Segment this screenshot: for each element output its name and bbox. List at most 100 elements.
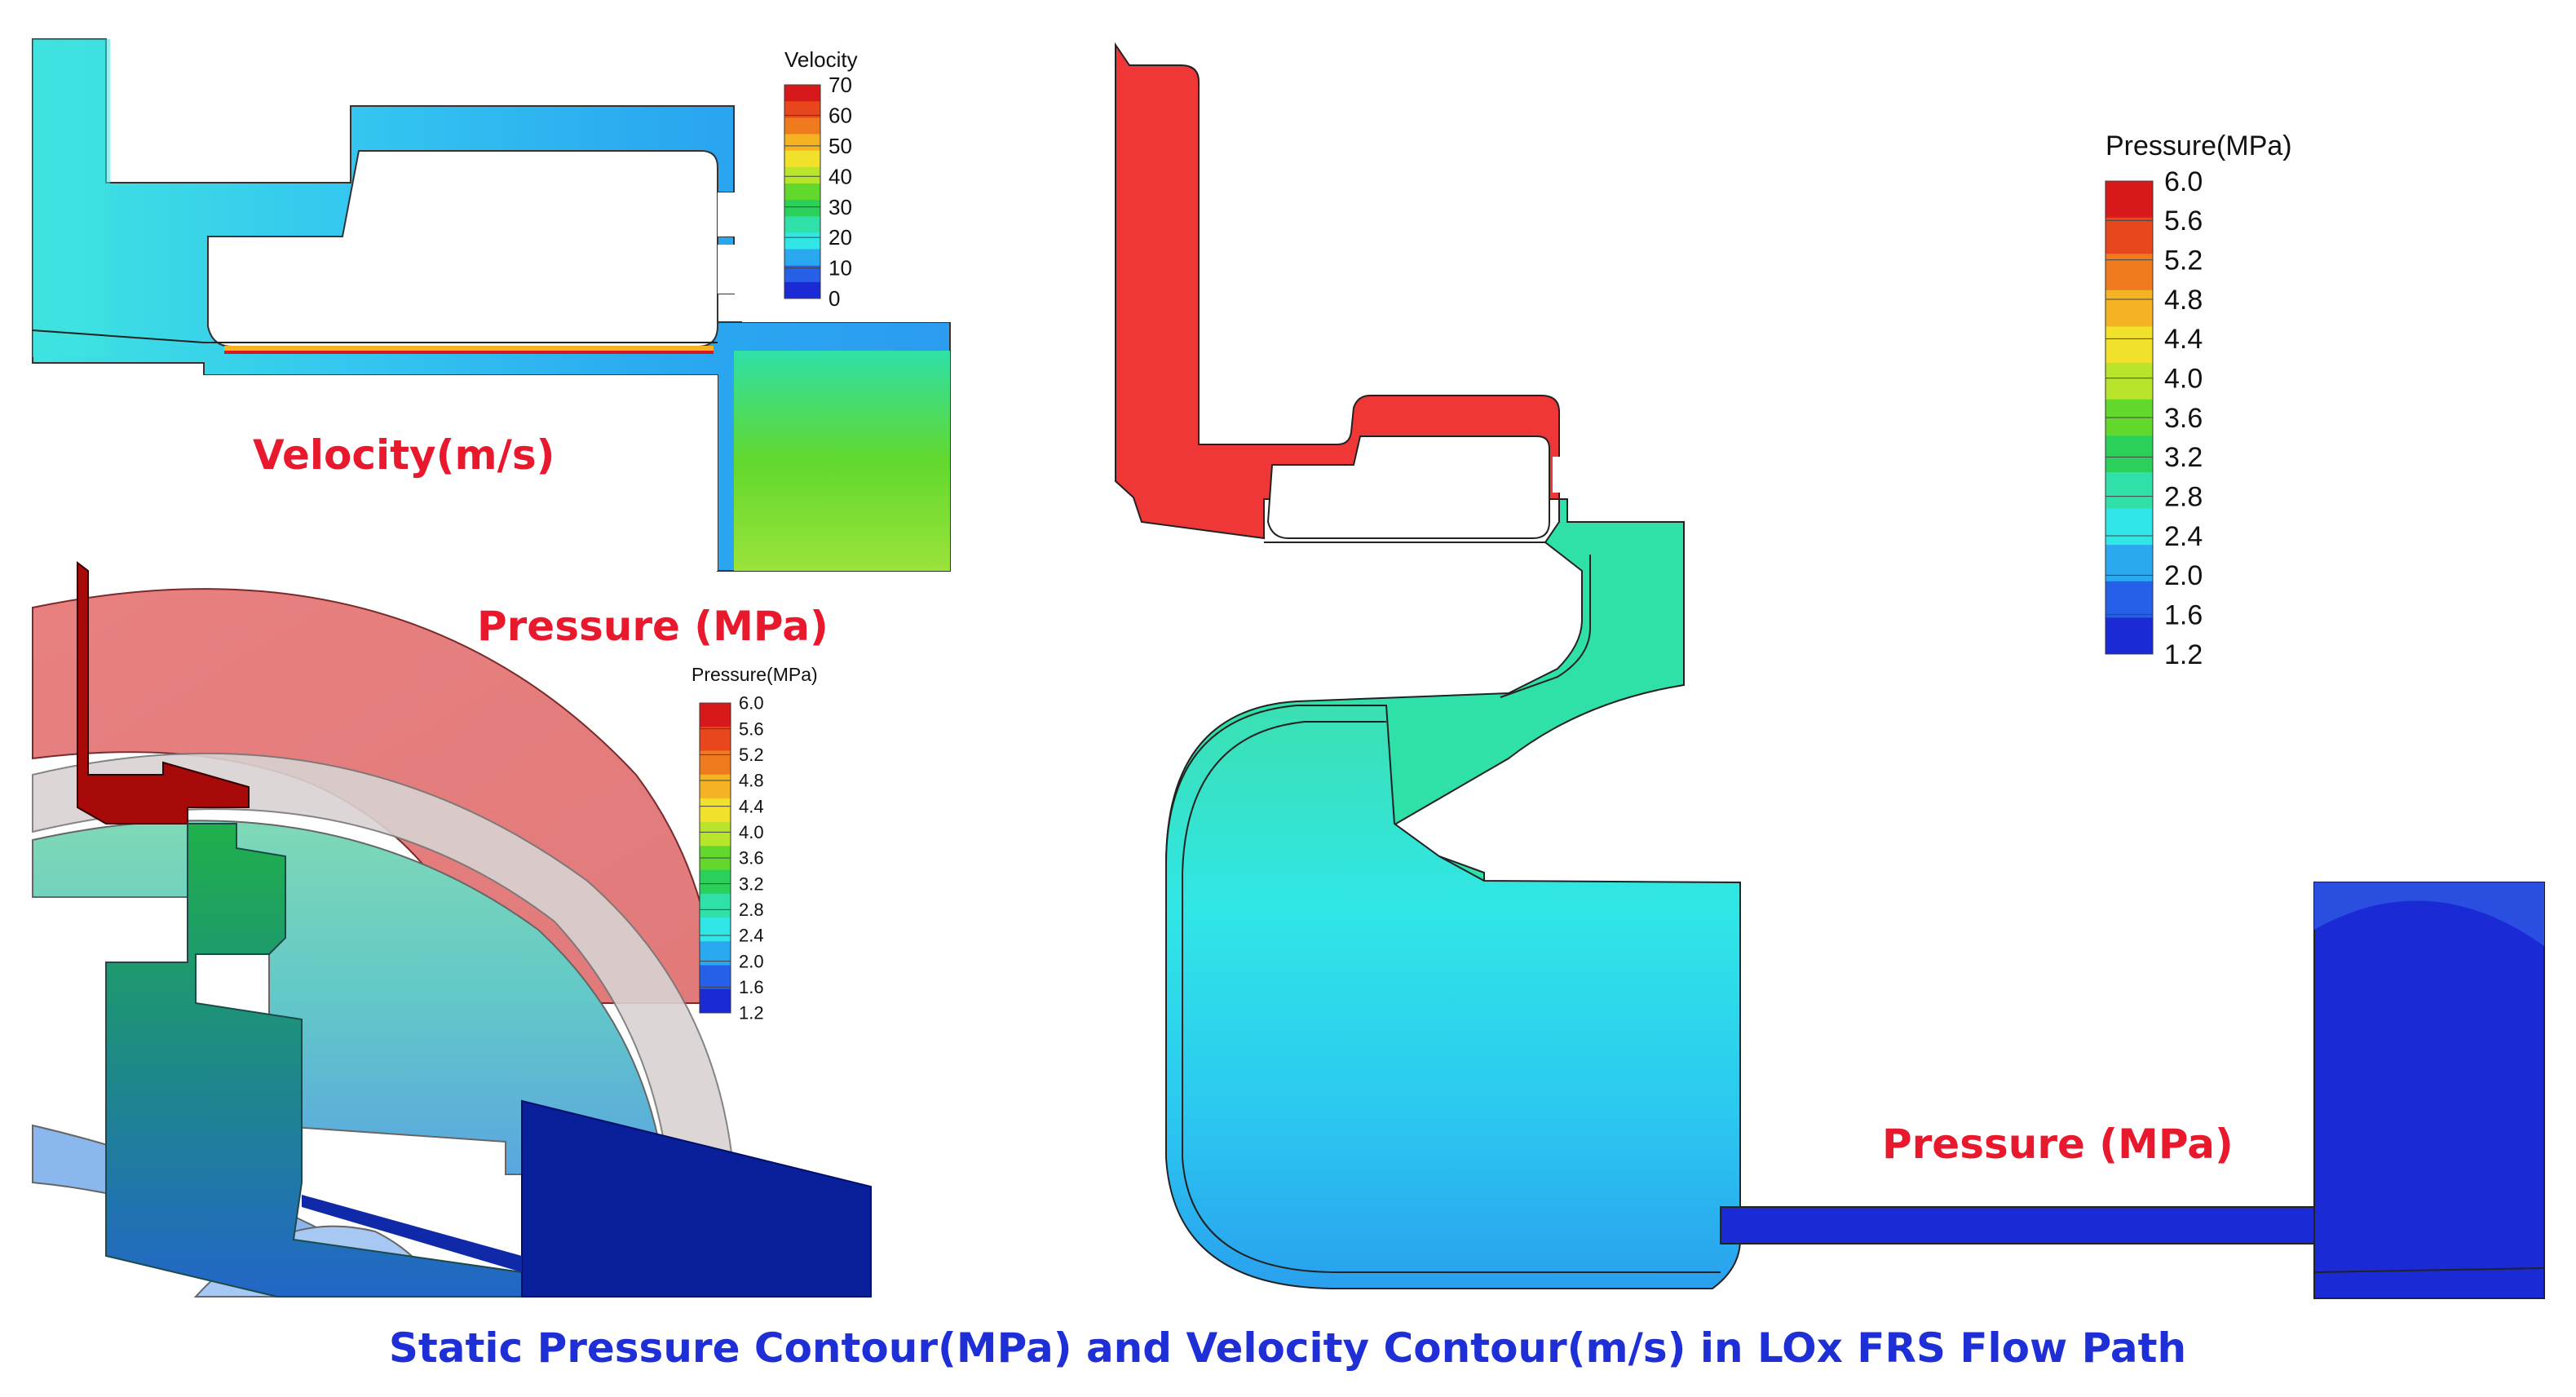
pressure-2d-outlet-top	[2314, 882, 2544, 946]
colorbar-swatch	[2105, 617, 2153, 655]
colorbar-swatch	[2105, 217, 2153, 254]
colorbar-tick-label: 4.8	[739, 771, 764, 791]
pressure-3d-panel: Pressure (MPa) Pressure(MPa) 6.05.65.24.…	[32, 560, 872, 1298]
pressure-2d-colorbar: Pressure(MPa) 6.0 5.6 5.2 4.8 4.4 4.0 3.6 3.2 2.…	[2105, 130, 2292, 670]
colorbar-swatch	[700, 988, 731, 1014]
velocity-legend-bg	[742, 33, 954, 322]
colorbar-swatch	[2105, 254, 2153, 291]
colorbar-tick-label: 20	[828, 225, 852, 250]
colorbar-swatch	[700, 798, 731, 823]
velocity-outlet-zone	[734, 351, 950, 571]
colorbar-swatch	[784, 200, 820, 217]
velocity-legend-title: Velocity	[784, 47, 858, 72]
colorbar-swatch	[700, 703, 731, 727]
colorbar-tick-label: 5.2	[739, 745, 764, 765]
pressure-2d-plenum	[1165, 705, 1741, 1289]
colorbar-tick-label: 4.0	[739, 822, 764, 842]
colorbar-tick-label: 6.0	[739, 693, 764, 714]
colorbar-swatch	[784, 166, 820, 184]
colorbar-tick-label: 2.8	[2164, 482, 2203, 513]
velocity-wall-line	[32, 329, 718, 343]
colorbar-swatch	[784, 117, 820, 135]
pressure-2d-inlet-region	[1115, 42, 1560, 540]
pressure-2d-cavity	[1266, 435, 1550, 539]
pressure-2d-legend-title: Pressure(MPa)	[2105, 130, 2292, 161]
colorbar-swatch	[700, 893, 731, 918]
colorbar-swatch	[2105, 290, 2153, 327]
colorbar-tick-label: 40	[828, 164, 852, 188]
colorbar-tick-label: 3.2	[2164, 442, 2203, 473]
colorbar-swatch	[784, 249, 820, 267]
pressure-3d-channel	[105, 823, 523, 1298]
colorbar-swatch	[784, 281, 820, 299]
colorbar-swatch	[700, 941, 731, 966]
colorbar-swatch	[784, 85, 820, 102]
colorbar-tick-label: 2.0	[739, 951, 764, 971]
colorbar-tick-label: 3.6	[2164, 403, 2203, 434]
colorbar-tick-label: 60	[828, 104, 852, 128]
colorbar-tick-label: 5.2	[2164, 245, 2203, 276]
velocity-cutout-2	[718, 245, 742, 294]
velocity-cavity	[207, 150, 718, 347]
velocity-gap-jet	[224, 346, 714, 352]
pressure-3d-panel-label: Pressure (MPa)	[477, 603, 828, 650]
colorbar-tick-label: 5.6	[739, 718, 764, 739]
colorbar-tick-label: 2.0	[2164, 560, 2203, 591]
colorbar-swatch	[784, 150, 820, 168]
colorbar-tick-label: 10	[828, 256, 852, 281]
colorbar-swatch	[784, 232, 820, 250]
colorbar-swatch	[784, 183, 820, 201]
colorbar-tick-label: 50	[828, 134, 852, 158]
velocity-panel-label: Velocity(m/s)	[253, 431, 555, 479]
colorbar-tick-label: 5.6	[2164, 206, 2203, 237]
colorbar-tick-label: 70	[828, 73, 852, 97]
colorbar-tick-label: 1.6	[739, 977, 764, 997]
colorbar-swatch	[784, 134, 820, 152]
colorbar-swatch	[784, 265, 820, 283]
colorbar-swatch	[700, 727, 731, 751]
velocity-cutout-1	[718, 192, 742, 237]
colorbar-swatch	[700, 965, 731, 990]
colorbar-swatch	[700, 774, 731, 799]
velocity-inlet-zone	[33, 39, 110, 357]
colorbar-tick-label: 1.6	[2164, 600, 2203, 631]
pressure-3d-colorbar: Pressure(MPa) 6.05.65.24.84.44.03.63.22.…	[691, 664, 818, 1023]
pressure-2d-wall-line-4	[2313, 1267, 2545, 1273]
colorbar-tick-label: 6.0	[2164, 166, 2203, 197]
pressure-2d-outlet-plenum	[2313, 882, 2545, 1299]
colorbar-tick-label: 2.4	[2164, 521, 2203, 552]
colorbar-tick-label: 3.2	[739, 873, 764, 894]
colorbar-tick-label: 4.4	[2164, 324, 2203, 355]
pressure-3d-outlet-slot	[302, 1195, 522, 1272]
pressure-3d-inlet-pipe	[77, 560, 250, 824]
colorbar-tick-label: 1.2	[739, 1003, 764, 1023]
colorbar-swatch	[2105, 181, 2153, 219]
colorbar-tick-label: 4.8	[2164, 285, 2203, 316]
pressure-2d-colorbar-ticks: 6.0 5.6 5.2 4.8 4.4 4.0 3.6 3.2 2.8 2.4 2.0 1.6 1.2	[2105, 166, 2203, 670]
colorbar-swatch	[2105, 435, 2153, 473]
colorbar-swatch	[2105, 326, 2153, 364]
pressure-2d-wall-line-2	[1182, 873, 1721, 1273]
velocity-gap-core	[224, 351, 714, 354]
velocity-colorbar-swatches	[784, 84, 821, 299]
pressure-2d-wall-line-3	[1500, 555, 1591, 698]
pressure-2d-panel: Pressure (MPa) Pressure(MPa) 6.05.65.24.…	[1115, 42, 2545, 1299]
colorbar-tick-label: 4.0	[2164, 364, 2203, 395]
colorbar-tick-label: 2.8	[739, 900, 764, 920]
colorbar-swatch	[2105, 471, 2153, 510]
colorbar-swatch	[2105, 508, 2153, 546]
colorbar-swatch	[2105, 545, 2153, 582]
colorbar-swatch	[2105, 363, 2153, 400]
velocity-solid-bottom	[33, 375, 718, 571]
pressure-2d-wall-line-1	[1182, 721, 1386, 873]
colorbar-swatch	[784, 216, 820, 233]
pressure-2d-outlet-pipe	[1720, 1206, 2317, 1244]
colorbar-tick-label: 1.2	[2164, 639, 2203, 670]
figure-caption: Static Pressure Contour(MPa) and Velocit…	[389, 1324, 2186, 1372]
colorbar-swatch	[700, 917, 731, 942]
